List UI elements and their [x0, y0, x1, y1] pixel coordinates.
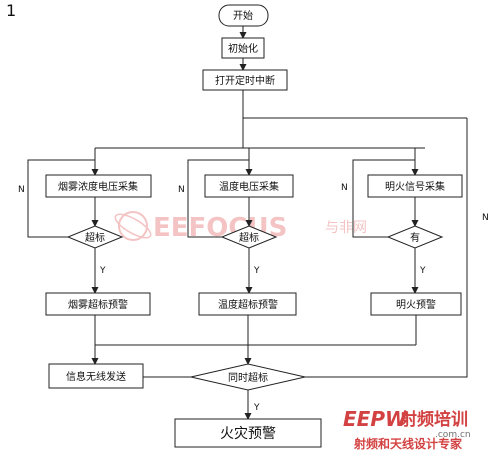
svg-text:有: 有 [410, 231, 420, 244]
timer-node: 打开定时中断 [202, 69, 288, 91]
page-marker: 1 [6, 1, 16, 20]
flame-alarm-node: 明火预警 [370, 292, 462, 316]
svg-text:火灾预警: 火灾预警 [220, 425, 276, 442]
branch-y: Y [419, 266, 426, 276]
branch-n: N [178, 185, 185, 195]
smoke-collect-node: 烟雾浓度电压采集 [45, 174, 152, 198]
fire-alarm-node: 火灾预警 [174, 418, 322, 448]
atom-logo-icon [118, 211, 148, 241]
svg-text:温度超标预警: 温度超标预警 [218, 298, 278, 311]
branch-y: Y [253, 403, 260, 413]
flame-check-decision: 有 [386, 225, 444, 249]
branch-y: Y [99, 266, 106, 276]
branch-n: N [341, 183, 348, 193]
svg-text:同时超标: 同时超标 [228, 371, 268, 384]
svg-text:开始: 开始 [233, 9, 253, 22]
svg-text:初始化: 初始化 [228, 42, 258, 55]
watermark-corner-brand: EEPW [343, 407, 408, 431]
svg-text:超标: 超标 [239, 231, 259, 244]
smoke-alarm-node: 烟雾超标预警 [45, 292, 151, 316]
watermark-corner-title: 射频培训 [399, 409, 468, 430]
svg-text:烟雾浓度电压采集: 烟雾浓度电压采集 [58, 180, 138, 193]
watermark-sub: 与非网 [325, 220, 367, 236]
svg-text:烟雾超标预警: 烟雾超标预警 [68, 298, 128, 311]
flame-collect-node: 明火信号采集 [367, 174, 463, 198]
svg-text:信息无线发送: 信息无线发送 [66, 370, 126, 383]
watermark-eepw: EEPW 射频培训 .com.cn 射频和天线设计专家 [343, 407, 471, 451]
watermark-corner-slogan: 射频和天线设计专家 [353, 436, 463, 451]
svg-text:温度电压采集: 温度电压采集 [219, 180, 279, 193]
temp-alarm-node: 温度超标预警 [198, 292, 297, 316]
svg-text:明火预警: 明火预警 [396, 298, 436, 311]
svg-text:明火信号采集: 明火信号采集 [385, 180, 445, 193]
temp-collect-node: 温度电压采集 [204, 174, 294, 198]
smoke-check-decision: 超标 [66, 225, 124, 249]
svg-text:超标: 超标 [85, 231, 105, 244]
init-node: 初始化 [221, 37, 265, 59]
branch-n: N [18, 185, 25, 195]
wireless-send-node: 信息无线发送 [48, 363, 144, 389]
watermark-corner-domain: .com.cn [435, 430, 471, 440]
branch-n: N [482, 213, 489, 223]
branch-y: Y [253, 266, 260, 276]
both-check-decision: 同时超标 [190, 363, 306, 391]
temp-check-decision: 超标 [220, 225, 278, 249]
svg-text:打开定时中断: 打开定时中断 [215, 74, 275, 87]
start-node: 开始 [218, 4, 269, 27]
